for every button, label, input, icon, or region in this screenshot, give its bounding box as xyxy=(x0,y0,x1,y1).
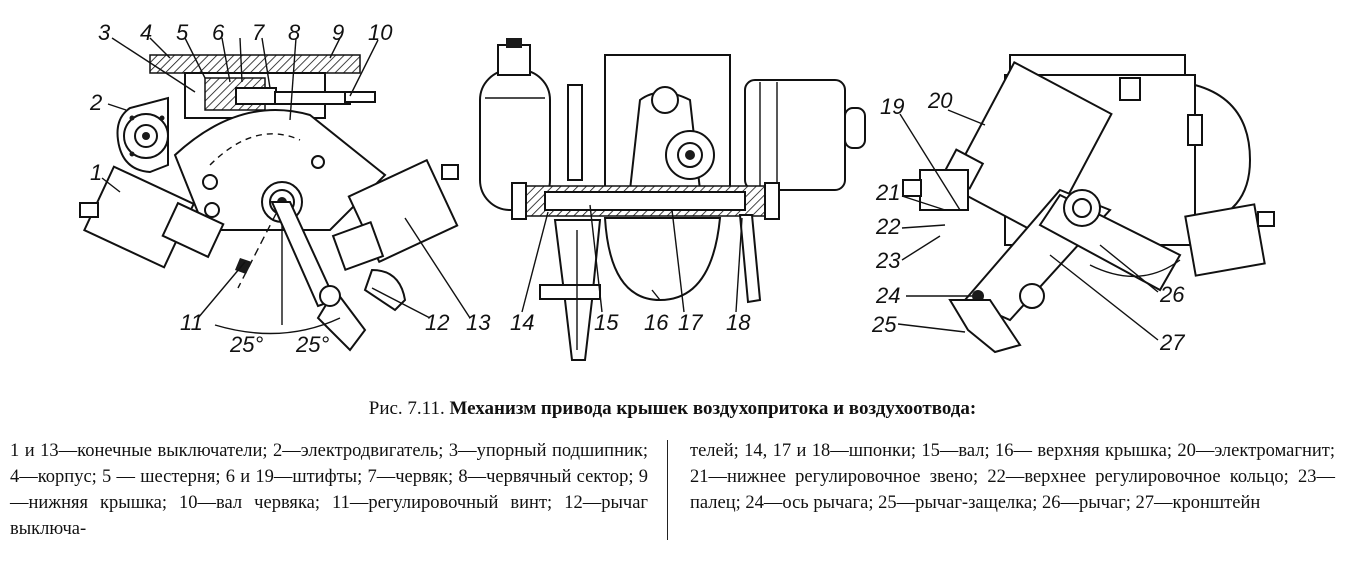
label-3: 3 xyxy=(98,20,111,45)
label-17: 17 xyxy=(678,310,703,335)
leader-lines-left xyxy=(101,37,471,319)
cylinder-unit xyxy=(479,38,551,211)
caption-title: Механизм привода крышек воздухопритока и… xyxy=(449,398,977,419)
legend-right-column: телей; 14, 17 и 18—шпонки; 15—вал; 16— в… xyxy=(690,441,1335,513)
label-4: 4 xyxy=(140,20,152,45)
limit-switch-left xyxy=(79,165,225,269)
label-10: 10 xyxy=(368,20,393,45)
label-25: 25 xyxy=(871,312,897,337)
worm-sector xyxy=(173,109,387,231)
label-5: 5 xyxy=(176,20,189,45)
right-view: 19 20 21 22 23 24 25 26 27 xyxy=(871,54,1275,355)
center-motor xyxy=(744,79,866,191)
label-22: 22 xyxy=(875,214,900,239)
limit-switch-right xyxy=(331,158,459,272)
center-housing xyxy=(604,54,731,196)
label-15: 15 xyxy=(594,310,619,335)
center-view: 14 15 16 17 18 xyxy=(479,38,866,361)
label-9: 9 xyxy=(332,20,344,45)
upper-cover xyxy=(603,214,762,304)
switch-lever xyxy=(214,201,407,352)
right-lever xyxy=(948,188,1182,354)
legend-divider xyxy=(667,440,668,540)
figure-caption: Рис. 7.11. Механизм привода крышек возду… xyxy=(0,398,1345,420)
label-14: 14 xyxy=(510,310,534,335)
label-20: 20 xyxy=(927,88,953,113)
label-18: 18 xyxy=(726,310,751,335)
label-23: 23 xyxy=(875,248,901,273)
label-27: 27 xyxy=(1159,330,1185,355)
label-2: 2 xyxy=(89,90,102,115)
label-26: 26 xyxy=(1159,282,1185,307)
left-view: 3 4 5 6 7 8 9 10 2 1 11 12 13 25° 25° xyxy=(79,20,491,357)
center-lever xyxy=(539,84,602,361)
leader-lines-right xyxy=(897,109,1159,341)
label-16: 16 xyxy=(644,310,669,335)
label-8: 8 xyxy=(288,20,301,45)
label-21: 21 xyxy=(875,180,900,205)
angle-right-label: 25° xyxy=(295,332,329,357)
legend-left-column: 1 и 13—конечные выключатели; 2—электродв… xyxy=(10,441,648,539)
electric-motor xyxy=(116,96,169,174)
right-switches xyxy=(902,169,1275,277)
label-11: 11 xyxy=(180,310,203,335)
label-19: 19 xyxy=(880,94,904,119)
caption-prefix: Рис. 7.11. xyxy=(368,398,445,419)
label-13: 13 xyxy=(466,310,491,335)
label-24: 24 xyxy=(875,283,900,308)
label-1: 1 xyxy=(90,160,102,185)
leader-lines-center xyxy=(521,204,743,313)
label-12: 12 xyxy=(425,310,449,335)
label-6: 6 xyxy=(212,20,225,45)
center-shaft xyxy=(511,182,780,220)
label-7: 7 xyxy=(252,20,265,45)
mechanism-drawing: 3 4 5 6 7 8 9 10 2 1 11 12 13 25° 25° xyxy=(79,20,1275,361)
housing xyxy=(149,54,376,119)
angle-left-label: 25° xyxy=(229,332,263,357)
